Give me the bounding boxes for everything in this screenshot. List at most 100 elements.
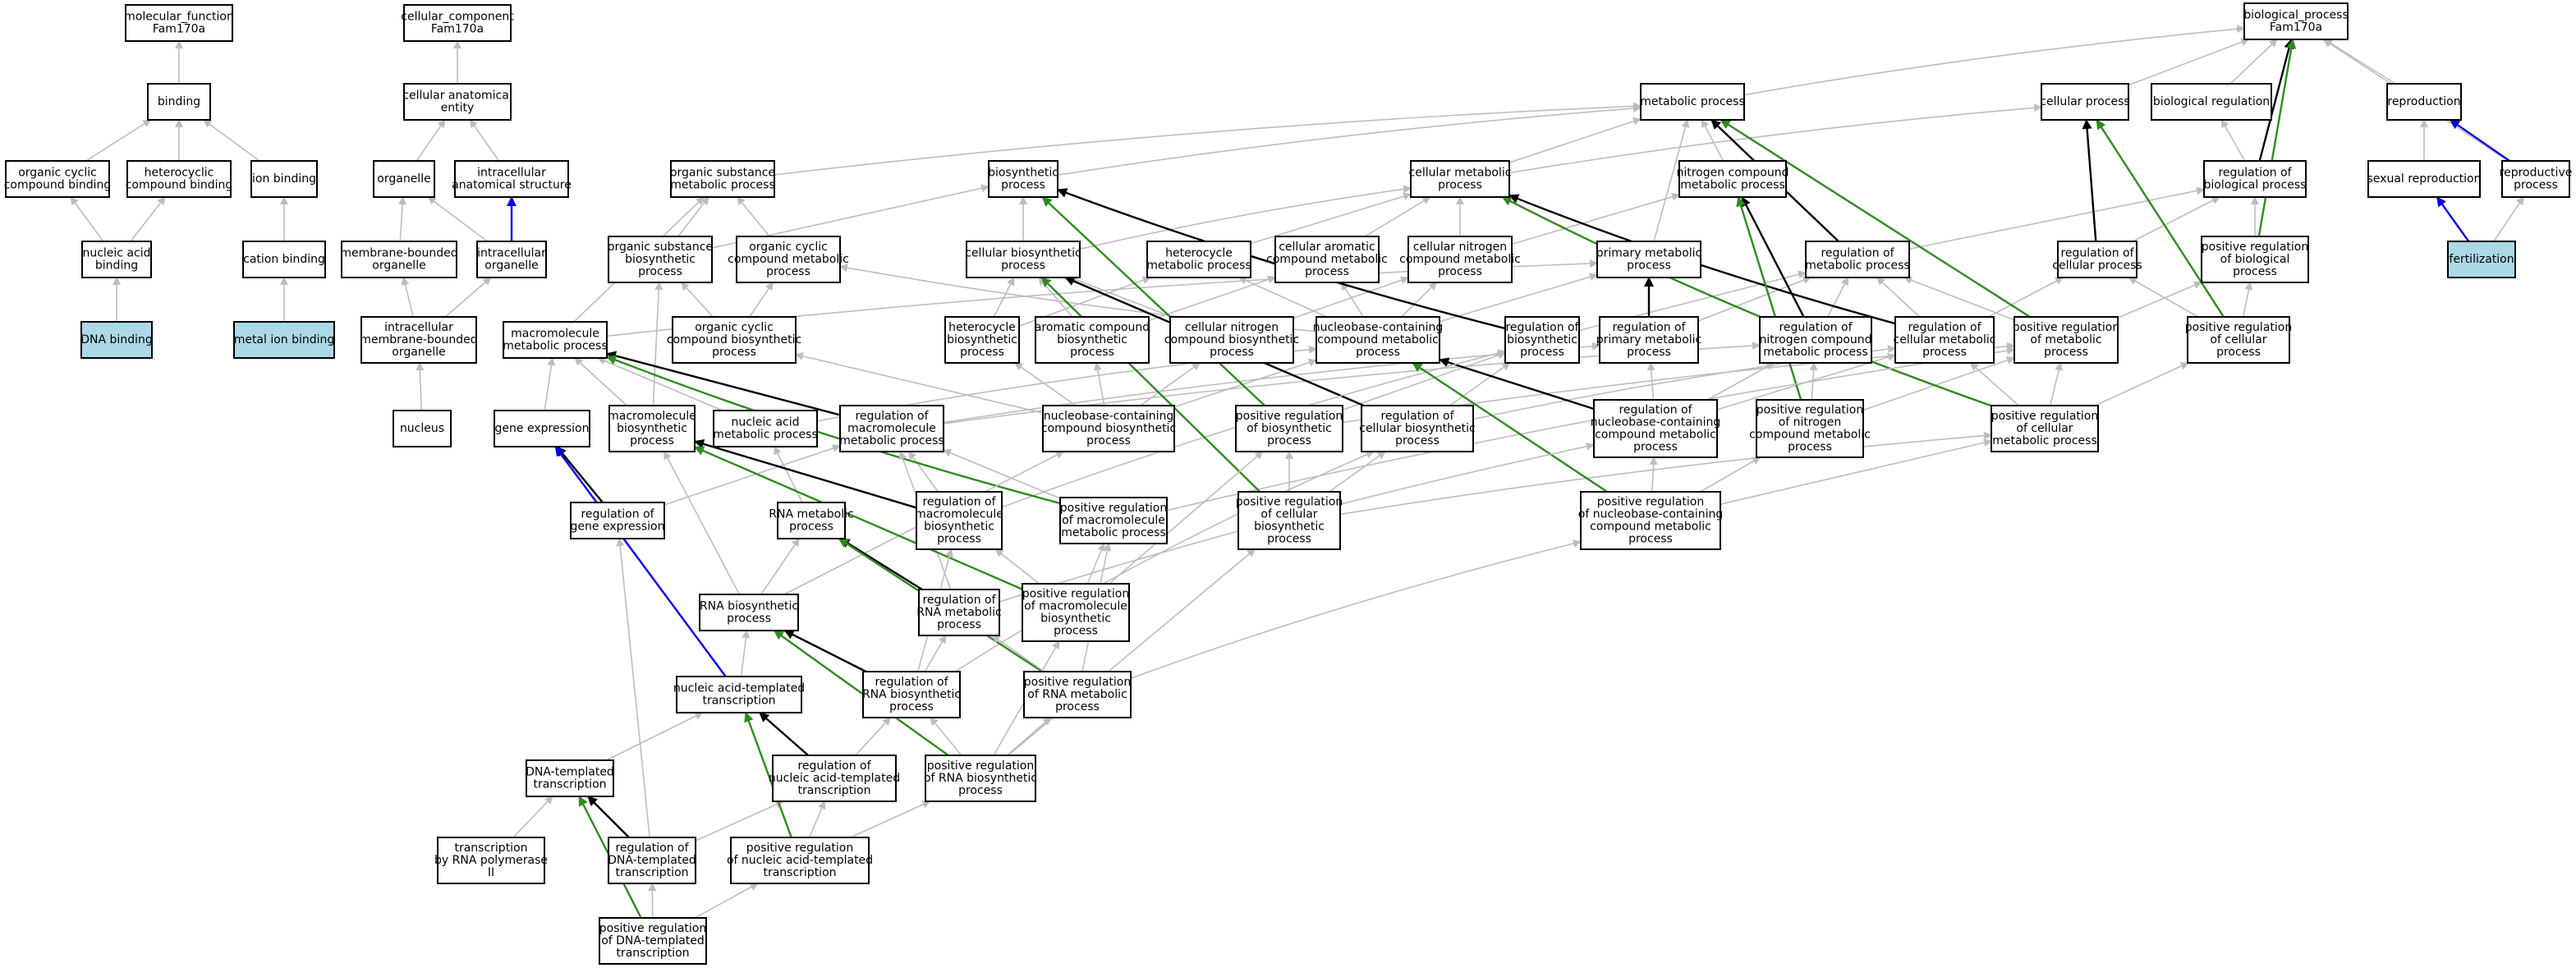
node-label-line: metabolic process — [1061, 526, 1166, 539]
node-label-line: nucleobase-containing — [1313, 321, 1444, 334]
node-label-line: process — [1054, 625, 1098, 638]
node-metalb: metal ion binding — [233, 321, 335, 359]
node-box — [2151, 83, 2272, 121]
node-label-line: nitrogen compound — [1759, 333, 1871, 346]
edge-nbcmp-to-cncmp — [1401, 282, 1438, 318]
edge-prmp-to-rmp — [1903, 276, 2015, 321]
node-label-line: positive regulation — [1236, 410, 1343, 423]
node-label-line: process — [1086, 434, 1131, 447]
node-label-line: of nucleic acid-templated — [727, 854, 873, 867]
edge-prmbp-to-prmmp — [1086, 543, 1105, 585]
node-box — [403, 83, 512, 121]
node-box — [862, 671, 961, 718]
node-box — [988, 160, 1058, 198]
node-label-line: process — [1627, 259, 1671, 273]
node-label-line: process — [712, 346, 756, 359]
node-box — [1678, 160, 1787, 198]
node-label-line: regulation of — [922, 496, 996, 509]
node-label-line: process — [2216, 346, 2261, 359]
edge-rcp-to-cellp — [2082, 119, 2097, 242]
edge-rnbcmp-to-rncmp — [1706, 362, 1775, 401]
node-box — [2243, 2, 2349, 40]
edge-cellp-to-bp — [2128, 38, 2250, 86]
node-box — [1593, 399, 1718, 458]
node-dnab: DNA binding — [80, 321, 153, 359]
node-box — [839, 405, 944, 452]
node-label-line: process — [789, 521, 833, 534]
node-label-line: cellular nitrogen — [1413, 241, 1507, 254]
node-box — [1759, 316, 1872, 364]
node-label-line: process — [1438, 179, 1482, 192]
node-label-line: process — [1395, 434, 1440, 447]
node-label-line: positive regulation — [927, 759, 1034, 773]
edge-nucleus-to-imbo — [416, 362, 425, 411]
node-ge: gene expression — [494, 410, 590, 447]
node-label-line: macromolecule — [608, 410, 696, 423]
edge-trnap2-to-dtt — [512, 796, 553, 838]
node-label-line: biosynthetic — [625, 253, 696, 266]
edge-rnabp-to-mbp — [664, 451, 741, 595]
edge-biosyn-to-metab — [1057, 103, 1642, 176]
node-label-line: aromatic compound — [1035, 321, 1150, 334]
node-label-line: compound metabolic — [1399, 253, 1521, 266]
edge-nbcmp-to-hmp — [1238, 277, 1328, 318]
edge-prcbp-to-rcbp — [1329, 451, 1386, 493]
edge-mbp-to-mmp — [574, 357, 627, 406]
edge-hmp-to-cmp — [1250, 192, 1412, 245]
edge-rcmp-to-rmp — [1876, 277, 1921, 318]
edges-layer — [70, 25, 2524, 919]
node-label-line: metabolic process — [1680, 179, 1785, 192]
node-box — [608, 837, 696, 884]
edge-prrnabp-to-prcbp — [1008, 548, 1256, 756]
node-label-line: RNA metabolic — [769, 508, 853, 521]
node-box — [2201, 236, 2309, 283]
edge-prcp-to-rcp — [2128, 277, 2199, 318]
node-label-line: intracellular — [384, 321, 453, 334]
node-box — [1894, 316, 1995, 364]
node-label-line: DNA-templated — [526, 766, 614, 779]
node-label-line: regulation of — [581, 508, 654, 521]
node-box — [2187, 316, 2290, 364]
edge-prcmp-to-rcmp — [1969, 362, 2019, 406]
node-label-line: organic substance — [608, 241, 713, 254]
node-label-line: metabolic process — [1763, 346, 1868, 359]
node-label-line: of macromolecule — [1062, 514, 1165, 527]
node-box — [2367, 160, 2481, 198]
node-label-line: of metabolic — [2030, 333, 2101, 346]
edge-hbp-to-cbp — [993, 277, 1015, 318]
node-label-line: DNA binding — [80, 333, 152, 346]
edge-prcp-to-prbp — [2242, 282, 2253, 318]
edge-prnbcmp-to-prcmp — [1720, 438, 1992, 505]
node-label-line: Fam170a — [2270, 21, 2322, 34]
node-box — [1235, 405, 1343, 452]
edge-prbp-to-bp — [2257, 39, 2297, 237]
node-box — [608, 405, 696, 452]
node-label-line: organelle — [484, 259, 538, 273]
node-label-line: of macromolecule — [1024, 600, 1127, 613]
node-label-line: regulation of — [1908, 321, 1981, 334]
node-label-line: transcription — [763, 866, 836, 879]
node-box — [1023, 671, 1132, 718]
edge-rdtt-to-rge — [616, 538, 650, 838]
edge-nab-to-hcb — [130, 196, 166, 242]
node-box — [233, 321, 335, 359]
node-label-line: organic cyclic — [749, 241, 828, 254]
edge-prbiosp-to-rbiosp — [1342, 351, 1506, 411]
node-box — [918, 589, 1000, 636]
edge-natt-to-ge — [554, 446, 727, 677]
edge-occb-to-binding — [85, 119, 152, 162]
